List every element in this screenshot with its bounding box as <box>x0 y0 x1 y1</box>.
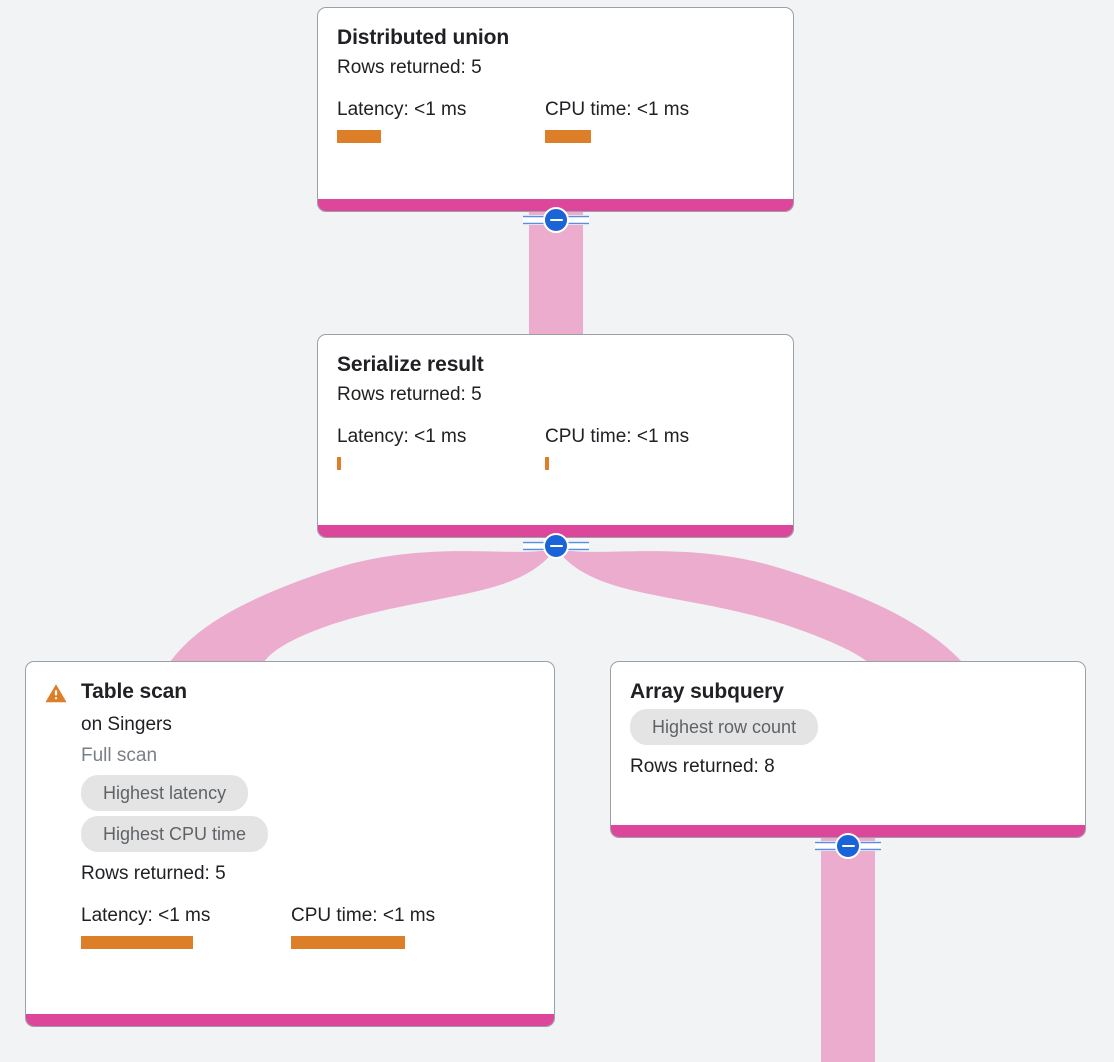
plan-node-serialize-result[interactable]: Serialize result Rows returned: 5 Latenc… <box>317 334 794 538</box>
warning-triangle-icon <box>45 683 67 708</box>
rows-returned: Rows returned: 5 <box>337 57 482 78</box>
cpu-time-label: CPU time: <1 ms <box>545 426 690 447</box>
node-title: Array subquery <box>630 680 784 703</box>
node-subtitle: on Singers <box>81 714 172 735</box>
latency-label: Latency: <1 ms <box>337 426 467 447</box>
rows-returned: Rows returned: 8 <box>630 756 775 777</box>
toggle-distributed-union[interactable] <box>523 206 589 234</box>
collapse-minus-icon[interactable] <box>543 533 569 559</box>
plan-node-table-scan[interactable]: Table scan on Singers Full scan Highest … <box>25 661 555 1027</box>
scan-type: Full scan <box>81 745 158 766</box>
toggle-array-subquery[interactable] <box>815 832 881 860</box>
node-title: Serialize result <box>337 353 484 376</box>
rows-returned: Rows returned: 5 <box>81 863 226 884</box>
cpu-time-label: CPU time: <1 ms <box>291 905 436 926</box>
node-footer-bar <box>318 525 793 537</box>
cpu-metric: CPU time: <1 ms <box>545 99 689 143</box>
latency-metric: Latency: <1 ms <box>337 99 545 143</box>
node-title: Distributed union <box>337 26 510 49</box>
collapse-minus-icon[interactable] <box>835 833 861 859</box>
cpu-metric: CPU time: <1 ms <box>545 426 689 470</box>
cpu-metric: CPU time: <1 ms <box>291 905 435 949</box>
cpu-time-bar <box>545 130 591 143</box>
edge-union-to-serialize <box>529 211 583 336</box>
badge-highest-cpu-time: Highest CPU time <box>81 816 269 852</box>
badge-highest-latency: Highest latency <box>81 775 249 811</box>
toggle-serialize-result[interactable] <box>523 532 589 560</box>
node-footer-bar <box>611 825 1085 837</box>
metrics-row: Latency: <1 ms CPU time: <1 ms <box>81 905 535 949</box>
badge-highest-row-count: Highest row count <box>630 709 819 745</box>
badge-list: Highest latency Highest CPU time <box>81 775 535 857</box>
toggle-lines-icon <box>523 215 589 225</box>
toggle-lines-icon <box>815 841 881 851</box>
badge-list: Highest row count <box>630 709 1066 750</box>
edge-serialize-to-table-scan <box>170 548 556 662</box>
latency-label: Latency: <1 ms <box>81 905 211 926</box>
cpu-time-label: CPU time: <1 ms <box>545 99 690 120</box>
metrics-row: Latency: <1 ms CPU time: <1 ms <box>337 426 774 470</box>
latency-metric: Latency: <1 ms <box>337 426 545 470</box>
plan-node-array-subquery[interactable]: Array subquery Highest row count Rows re… <box>610 661 1086 838</box>
cpu-time-bar <box>545 457 549 470</box>
collapse-minus-icon[interactable] <box>543 207 569 233</box>
node-footer-bar <box>318 199 793 211</box>
node-title: Table scan <box>81 680 187 703</box>
latency-bar <box>337 130 381 143</box>
edge-array-subquery-down <box>821 838 875 1062</box>
latency-metric: Latency: <1 ms <box>81 905 291 949</box>
metrics-row: Latency: <1 ms CPU time: <1 ms <box>337 99 774 143</box>
latency-bar <box>81 936 193 949</box>
node-footer-bar <box>26 1014 554 1026</box>
plan-node-distributed-union[interactable]: Distributed union Rows returned: 5 Laten… <box>317 7 794 212</box>
rows-returned: Rows returned: 5 <box>337 384 482 405</box>
toggle-lines-icon <box>523 541 589 551</box>
cpu-time-bar <box>291 936 405 949</box>
edge-serialize-to-array-subquery <box>556 548 962 662</box>
latency-bar <box>337 457 341 470</box>
latency-label: Latency: <1 ms <box>337 99 467 120</box>
